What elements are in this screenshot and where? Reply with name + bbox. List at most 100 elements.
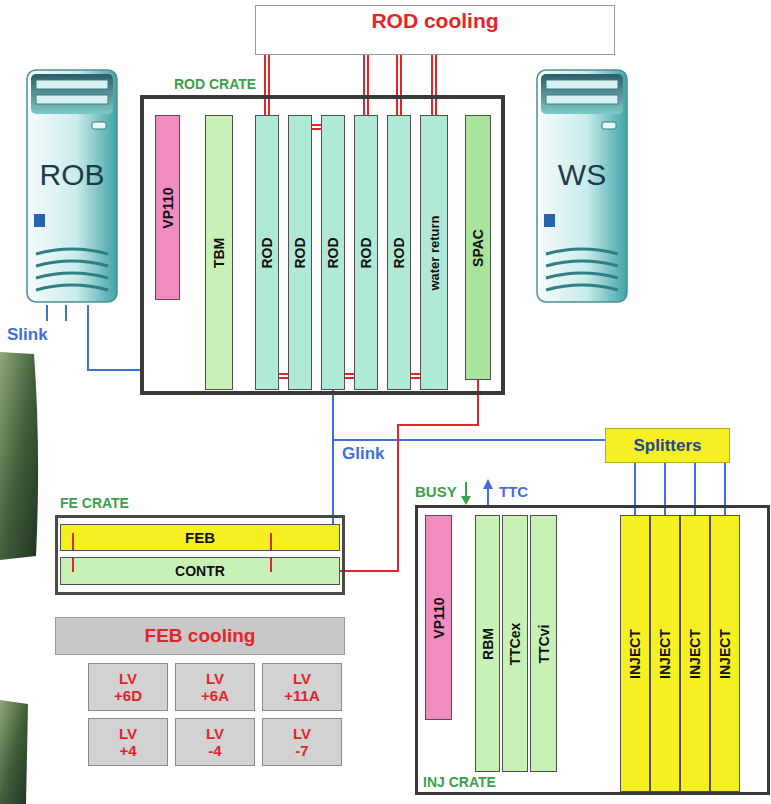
cooling-tick xyxy=(270,533,272,550)
cooling-pipe xyxy=(279,376,288,377)
node-label: INJECT xyxy=(688,629,702,679)
cooling-pipe xyxy=(345,376,354,377)
cooling-tick xyxy=(72,533,74,550)
node-label: INJECT xyxy=(718,629,732,679)
vme-board: VP110 xyxy=(425,515,452,720)
connector-line xyxy=(264,55,270,115)
computer-icon: ROB xyxy=(22,68,122,305)
slink-stub xyxy=(65,305,67,321)
link-label: Glink xyxy=(340,444,387,464)
cooling-pipe xyxy=(411,376,420,377)
crate-board: TTCex xyxy=(502,515,528,772)
node-label: ROD xyxy=(326,237,340,268)
board-bar: FEB xyxy=(60,524,340,551)
connector-line xyxy=(365,55,367,115)
board-bar: CONTR xyxy=(60,557,340,585)
crate-box: ROD CRATEVP110TBMRODRODRODRODRODwater re… xyxy=(140,95,505,395)
node-label: LV +11A xyxy=(284,670,319,705)
rod-board: ROD xyxy=(321,115,345,390)
crate-board: TTCvi xyxy=(530,515,557,772)
signal-label: BUSY xyxy=(413,483,459,500)
node-label: LV +6A xyxy=(201,670,229,705)
connector-line xyxy=(279,373,288,379)
node-label: RBM xyxy=(481,628,495,660)
connector-line xyxy=(363,55,369,115)
connector-line xyxy=(396,55,402,115)
connector-line xyxy=(312,126,321,128)
busy-arrow-head xyxy=(461,496,471,505)
signal-link xyxy=(333,440,605,524)
node-label: FEB xyxy=(185,529,215,546)
node-label: CONTR xyxy=(175,563,225,579)
power-supply: LV -7 xyxy=(262,718,342,766)
cooling-tick xyxy=(270,558,272,572)
crate-board: TBM xyxy=(205,115,233,390)
node-label: VP110 xyxy=(161,187,175,228)
node-label: ROD xyxy=(392,237,406,268)
slink-stub xyxy=(46,305,48,321)
connector-line xyxy=(88,305,140,370)
node-label: TTCex xyxy=(508,622,522,665)
node-label: INJECT xyxy=(658,629,672,679)
node-label: FE CRATE xyxy=(60,495,129,511)
node-label: WS xyxy=(532,158,632,192)
rod-board: ROD xyxy=(387,115,411,390)
power-supply: LV +6D xyxy=(88,663,168,711)
node-label: ROB xyxy=(22,158,122,192)
cooling-pipe xyxy=(366,55,367,115)
cooling-pipe xyxy=(434,55,435,115)
rod-board: ROD xyxy=(288,115,312,390)
ttc-arrow-head xyxy=(483,479,493,489)
connector-line xyxy=(312,124,321,130)
cooling-tick xyxy=(72,558,74,572)
crate-box: FE CRATEFEBCONTR xyxy=(55,515,345,595)
splitter-box: Splitters xyxy=(605,428,730,463)
cooling-box: ROD cooling xyxy=(255,5,615,55)
rod-board: ROD xyxy=(354,115,378,390)
node-label: FEB cooling xyxy=(145,625,256,647)
signal-link xyxy=(88,305,140,370)
cooling-box: FEB cooling xyxy=(55,617,345,655)
signal-link xyxy=(340,380,478,571)
cooling-pipe xyxy=(267,55,268,115)
connector-line xyxy=(433,55,435,115)
rod-board: water return xyxy=(420,115,448,390)
connector-line xyxy=(398,55,400,115)
node-label: LV -4 xyxy=(206,725,224,760)
node-label: LV +4 xyxy=(119,725,137,760)
node-label: ROD cooling xyxy=(371,9,498,33)
node-label: INJECT xyxy=(628,629,642,679)
rod-board: ROD xyxy=(255,115,279,390)
node-label: ROD xyxy=(359,237,373,268)
crate-board: SPAC xyxy=(465,115,491,380)
connector-line xyxy=(411,373,420,379)
power-supply: LV -4 xyxy=(175,718,255,766)
connector-line xyxy=(279,375,288,377)
photo-fragment xyxy=(0,700,28,804)
node-label: VP110 xyxy=(432,597,446,638)
cooling-pipe xyxy=(312,127,321,128)
connector-line xyxy=(345,375,354,377)
connector-line xyxy=(333,440,605,524)
vme-board: VP110 xyxy=(155,115,180,300)
node-label: ROD xyxy=(293,237,307,268)
node-label: water return xyxy=(428,215,441,290)
connector-line xyxy=(345,373,354,379)
power-supply: LV +4 xyxy=(88,718,168,766)
link-label: Slink xyxy=(5,325,50,345)
node-label: Splitters xyxy=(633,436,701,456)
connector-line xyxy=(340,380,478,571)
inject-board: INJECT xyxy=(620,515,650,792)
node-label: TBM xyxy=(212,237,226,267)
computer-icon: WS xyxy=(532,68,632,305)
node-label: LV -7 xyxy=(293,725,311,760)
busy-arrow xyxy=(465,482,467,497)
crate-board: RBM xyxy=(475,515,500,772)
power-supply: LV +6A xyxy=(175,663,255,711)
ttc-arrow xyxy=(487,488,489,505)
node-label: ROD CRATE xyxy=(174,76,256,92)
cooling-pipe xyxy=(399,55,400,115)
signal-label: TTC xyxy=(497,483,530,500)
inject-board: INJECT xyxy=(680,515,710,792)
